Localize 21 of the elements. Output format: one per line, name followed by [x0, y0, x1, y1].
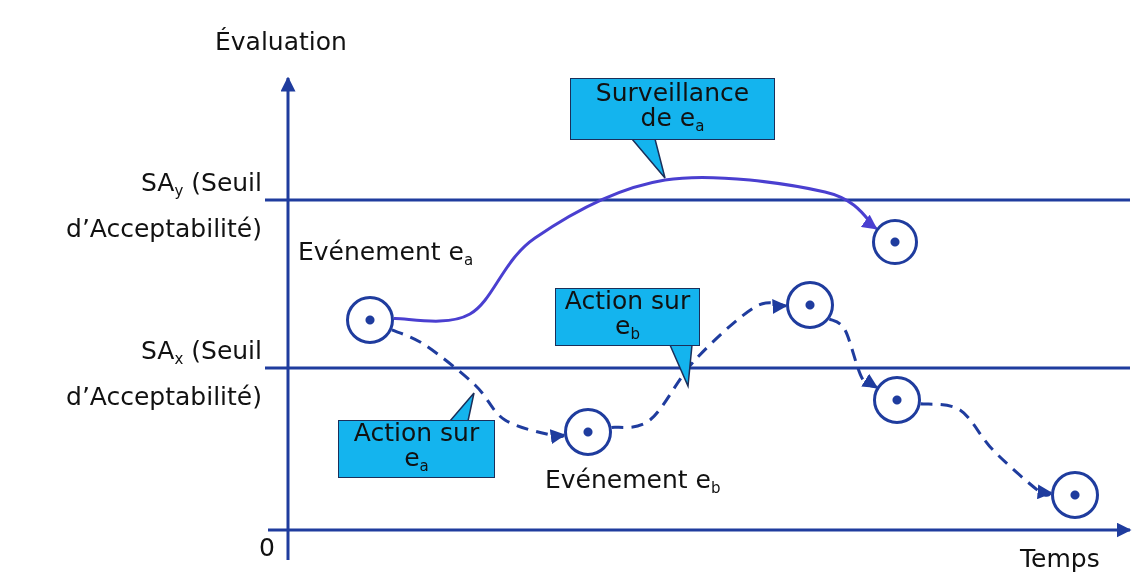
callout-box: Action sur e$_{b}$: [555, 288, 700, 346]
event-circle: [346, 296, 394, 344]
leader-line: [668, 344, 693, 389]
arrow: [393, 176, 878, 323]
axis-label: 0: [259, 534, 275, 562]
arrow: [611, 297, 788, 429]
axis-label: Temps: [1020, 545, 1100, 573]
event-label: Evénement e$_{b}$: [545, 466, 721, 499]
event-label: Evénement e$_{a}$: [298, 238, 474, 271]
event-circle: [564, 408, 612, 456]
callout-box: Action sur e$_{a}$: [338, 420, 495, 478]
event-circle: [873, 376, 921, 424]
threshold-label: SA$_{y}$ (Seuil d’Acceptabilité): [65, 167, 262, 245]
event-circle: [1051, 471, 1099, 519]
event-circle: [786, 281, 834, 329]
arrow: [828, 317, 879, 389]
threshold-label: SA$_{x}$ (Seuil d’Acceptabilité): [65, 335, 262, 413]
axis-label: Évaluation: [215, 28, 347, 56]
event-circle: [872, 219, 918, 265]
leader-line: [630, 138, 666, 179]
arrow: [391, 328, 566, 447]
